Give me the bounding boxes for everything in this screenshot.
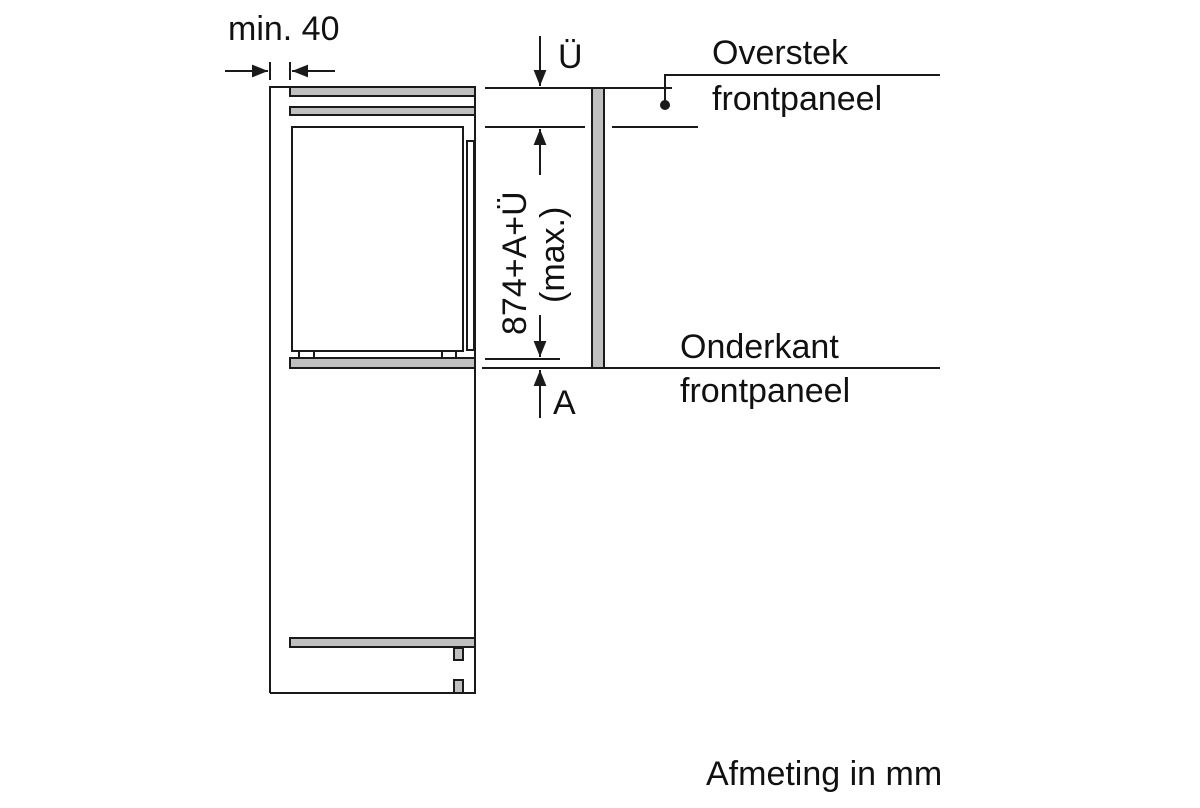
cabinet (269, 86, 476, 694)
overhang-label-line2: frontpaneel (712, 80, 883, 118)
reference-lines (482, 87, 940, 369)
min-gap-dimension (225, 62, 335, 80)
side-strip (466, 140, 475, 351)
bottom-offset-symbol-label: A (553, 384, 576, 422)
bottom-label-line2: frontpaneel (680, 372, 851, 410)
hinge-block-1 (453, 647, 464, 661)
appliance-body (291, 126, 464, 352)
top-shelf-2 (289, 106, 476, 116)
lower-shelf (289, 637, 476, 648)
foot-left (298, 350, 315, 359)
overhang-label-line1: Overstek (712, 34, 849, 72)
leader-dot-icon (660, 100, 670, 110)
hinge-block-2 (453, 679, 464, 694)
front-panel (591, 87, 605, 369)
overhang-leader (660, 74, 940, 110)
compartment-bottom-shelf (289, 357, 476, 369)
height-qualifier-label: (max.) (534, 206, 572, 303)
overhang-symbol-label: Ü (558, 38, 583, 76)
units-note: Afmeting in mm (706, 755, 943, 793)
top-shelf-1 (289, 86, 476, 97)
bottom-label-line1: Onderkant (680, 328, 839, 366)
min-gap-label: min. 40 (228, 10, 340, 48)
foot-right (441, 350, 457, 359)
height-formula-label: 874+A+Ü (496, 191, 534, 335)
